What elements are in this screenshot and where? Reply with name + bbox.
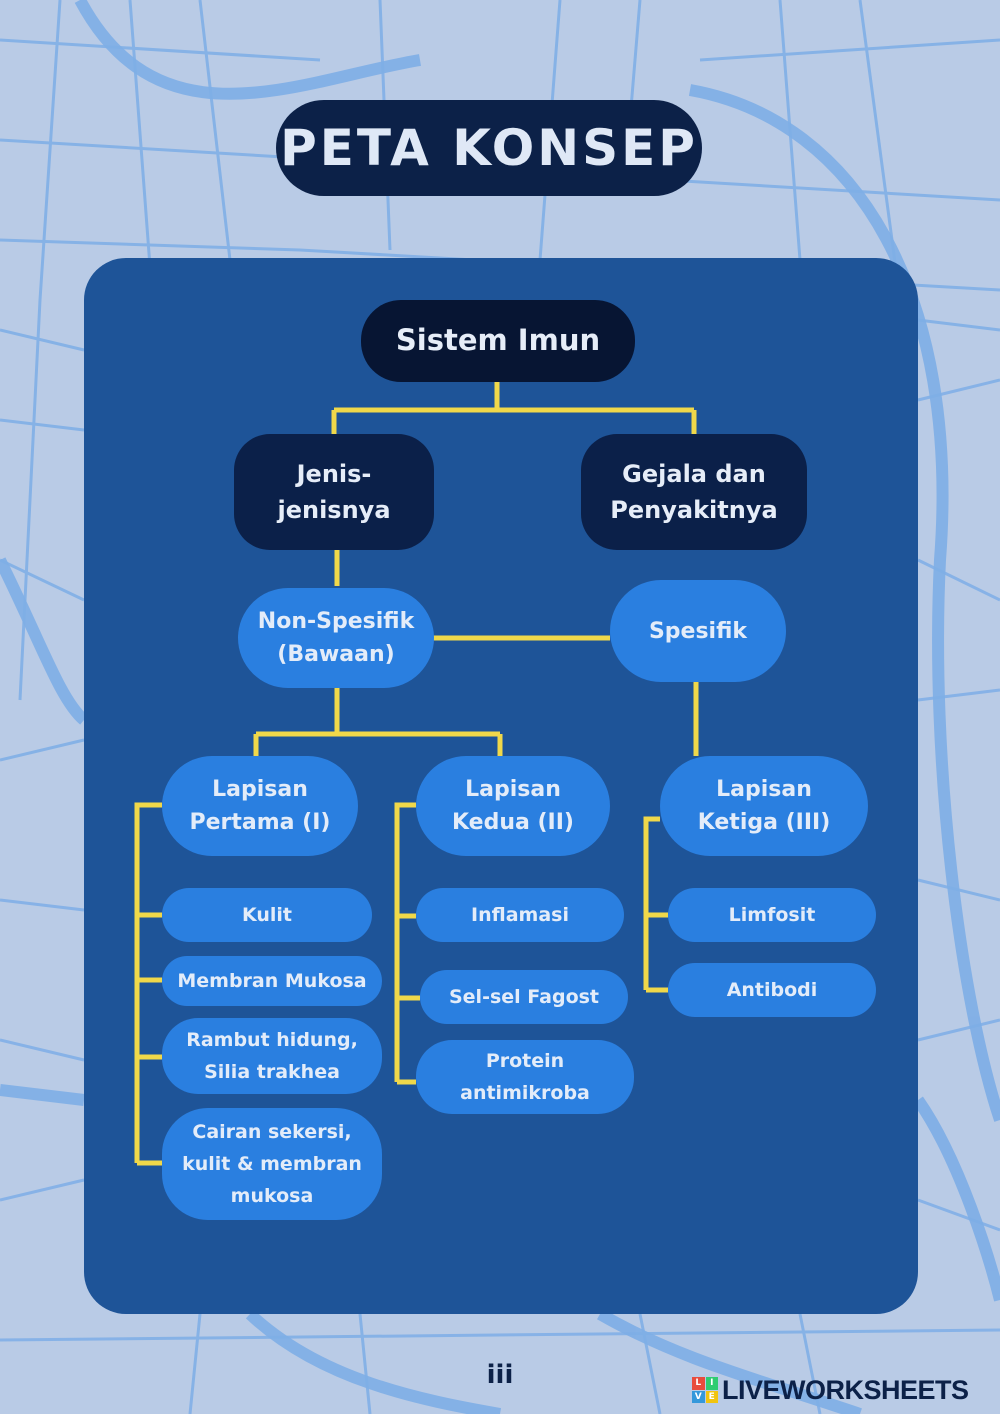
node-lapisan2-line-2: Kedua (II)	[452, 810, 574, 835]
page-number: iii	[486, 1360, 514, 1390]
item-membran-mukosa: Membran Mukosa	[162, 956, 382, 1006]
item-protein-line-1: Protein	[485, 1049, 565, 1072]
node-lapisan1-line-1: Lapisan	[212, 777, 308, 802]
connector-lapisan1-items	[134, 802, 162, 1166]
item-cairan-line-2: kulit & membran	[182, 1152, 362, 1175]
connector-nonspesifik-lapisan	[253, 688, 503, 756]
logo-letter-i: I	[705, 1377, 718, 1390]
item-cairan-sekersi: Cairan sekersi, kulit & membran mukosa	[162, 1108, 382, 1220]
node-non-spesifik-line-1: Non-Spesifik	[257, 609, 415, 634]
page-title: PETA KONSEP	[276, 100, 702, 196]
item-kulit-label: Kulit	[241, 903, 293, 926]
connector-root	[331, 382, 697, 434]
node-lapisan2-line-1: Lapisan	[465, 777, 561, 802]
item-limfosit: Limfosit	[668, 888, 876, 942]
liveworksheets-logo[interactable]: L I V E LIVEWORKSHEETS	[692, 1372, 969, 1408]
item-cairan-line-1: Cairan sekersi,	[192, 1120, 352, 1143]
item-cairan-line-3: mukosa	[230, 1185, 314, 1208]
item-inflamasi-label: Inflamasi	[471, 903, 569, 926]
node-non-spesifik: Non-Spesifik (Bawaan)	[238, 588, 434, 688]
item-protein-line-2: antimikroba	[460, 1082, 590, 1104]
item-inflamasi: Inflamasi	[416, 888, 624, 942]
item-limfosit-label: Limfosit	[728, 903, 816, 926]
item-antibodi: Antibodi	[668, 963, 876, 1017]
connector-lapisan3-items	[643, 816, 668, 993]
item-kulit: Kulit	[162, 888, 372, 942]
node-gejala-dan-penyakitnya: Gejala dan Penyakitnya	[581, 434, 807, 550]
liveworksheets-text: LIVEWORKSHEETS	[722, 1374, 969, 1405]
node-lapisan3-line-1: Lapisan	[716, 777, 812, 802]
connector-lapisan2-items	[394, 802, 420, 1085]
item-rambut-line-1: Rambut hidung,	[186, 1028, 358, 1051]
item-rambut-line-2: Silia trakhea	[204, 1061, 340, 1083]
node-jenis-jenisnya: Jenis- jenisnya	[234, 434, 434, 550]
liveworksheets-logo-icon: L I V E	[692, 1377, 718, 1403]
logo-letter-l: L	[692, 1377, 705, 1390]
node-jenis-line-1: Jenis-	[296, 460, 372, 488]
node-lapisan3-line-2: Ketiga (III)	[697, 810, 831, 835]
logo-letter-e: E	[705, 1390, 718, 1403]
node-gejala-line-2: Penyakitnya	[610, 496, 778, 524]
node-sistem-imun-label: Sistem Imun	[395, 323, 601, 358]
node-lapisan-ketiga: Lapisan Ketiga (III)	[660, 756, 868, 856]
node-sistem-imun: Sistem Imun	[361, 300, 635, 382]
node-gejala-line-1: Gejala dan	[622, 460, 766, 488]
node-lapisan1-line-2: Pertama (I)	[189, 810, 331, 835]
node-jenis-line-2: jenisnya	[277, 496, 391, 524]
item-protein-antimikroba: Protein antimikroba	[416, 1040, 634, 1114]
node-non-spesifik-line-2: (Bawaan)	[277, 642, 395, 667]
logo-letter-v: V	[692, 1390, 705, 1403]
item-antibodi-label: Antibodi	[726, 978, 818, 1001]
item-sel-sel-fagost-label: Sel-sel Fagost	[448, 985, 600, 1008]
node-lapisan-pertama: Lapisan Pertama (I)	[162, 756, 358, 856]
item-membran-mukosa-label: Membran Mukosa	[177, 969, 367, 992]
node-lapisan-kedua: Lapisan Kedua (II)	[416, 756, 610, 856]
node-spesifik-label: Spesifik	[648, 618, 748, 644]
node-spesifik: Spesifik	[610, 580, 786, 682]
item-sel-sel-fagost: Sel-sel Fagost	[420, 970, 628, 1024]
item-rambut-hidung: Rambut hidung, Silia trakhea	[162, 1018, 382, 1094]
